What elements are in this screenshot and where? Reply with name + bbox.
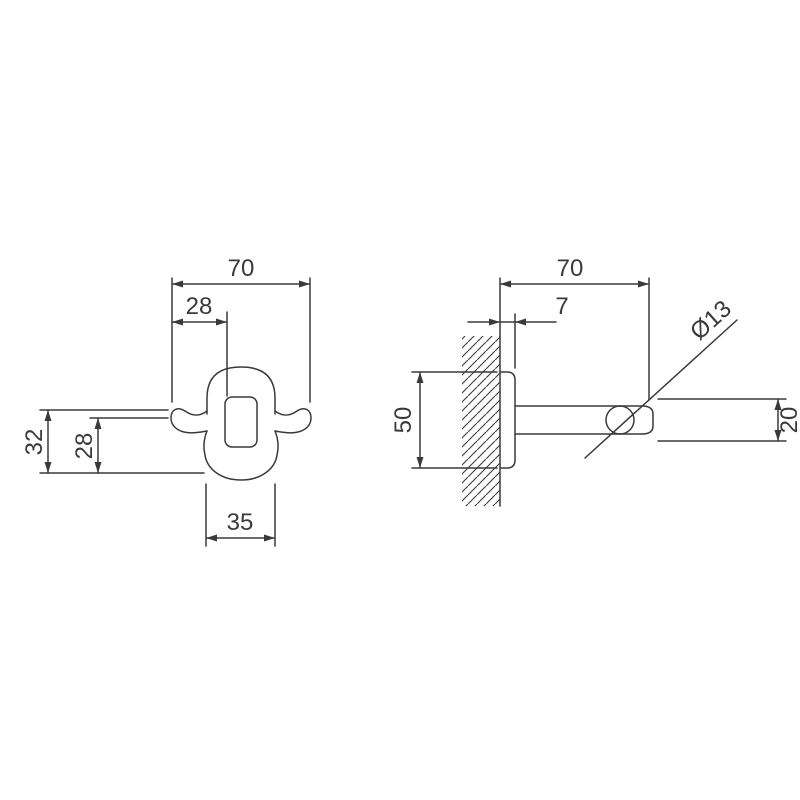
arrow-right-icon	[216, 318, 227, 326]
diameter-leader-line	[584, 319, 738, 459]
dim-lines-front-width	[171, 277, 311, 403]
hook-top-dome	[206, 366, 276, 415]
arrow-right-icon	[299, 280, 310, 288]
arrow-down-icon	[94, 462, 102, 473]
arrow-up-icon	[44, 410, 52, 421]
dim-label-front-width: 70	[228, 255, 255, 282]
arrow-left-icon	[206, 534, 217, 542]
arrow-left-icon	[500, 280, 511, 288]
dim-lines-plate-thickness	[467, 313, 557, 369]
dim-label-plate-thickness: 7	[555, 293, 568, 320]
arrow-down-icon	[44, 462, 52, 473]
arrow-left-icon	[172, 280, 183, 288]
dim-lines-plate-height	[411, 371, 498, 469]
arrowheads	[44, 280, 782, 542]
arrow-up-icon	[416, 372, 424, 383]
mount-plate	[499, 371, 516, 469]
dim-label-front-base-width: 35	[227, 509, 254, 536]
hook-left-arm	[170, 408, 208, 434]
wall-hatch	[462, 336, 500, 506]
arrow-right-icon	[638, 280, 649, 288]
dim-lines-side-depth	[499, 277, 650, 401]
dimension-labels: 70 28 32 28 35 70 7 Ø13 50 20	[21, 255, 800, 536]
hook-center-boss	[224, 396, 258, 448]
hook-right-arm	[274, 408, 312, 434]
dim-label-front-inner-height: 28	[71, 433, 98, 460]
dim-label-end-height: 20	[776, 407, 800, 434]
rod-section-circle	[605, 405, 635, 435]
side-view	[411, 277, 787, 507]
arrow-up-icon	[774, 399, 782, 410]
hook-lower-body	[203, 430, 279, 481]
arrow-right-icon	[489, 318, 500, 326]
arrow-down-icon	[774, 430, 782, 441]
dim-label-front-offset: 28	[186, 293, 213, 320]
dim-label-front-side-height: 32	[21, 429, 48, 456]
dim-label-side-depth: 70	[557, 255, 584, 282]
hook-rod	[514, 405, 654, 435]
dim-label-plate-height: 50	[390, 407, 417, 434]
arrow-right-icon	[264, 534, 275, 542]
dim-lines-front-base-width	[205, 483, 276, 547]
arrow-down-icon	[416, 457, 424, 468]
arrow-left-icon	[515, 318, 526, 326]
arrow-left-icon	[172, 318, 183, 326]
arrow-up-icon	[94, 418, 102, 429]
